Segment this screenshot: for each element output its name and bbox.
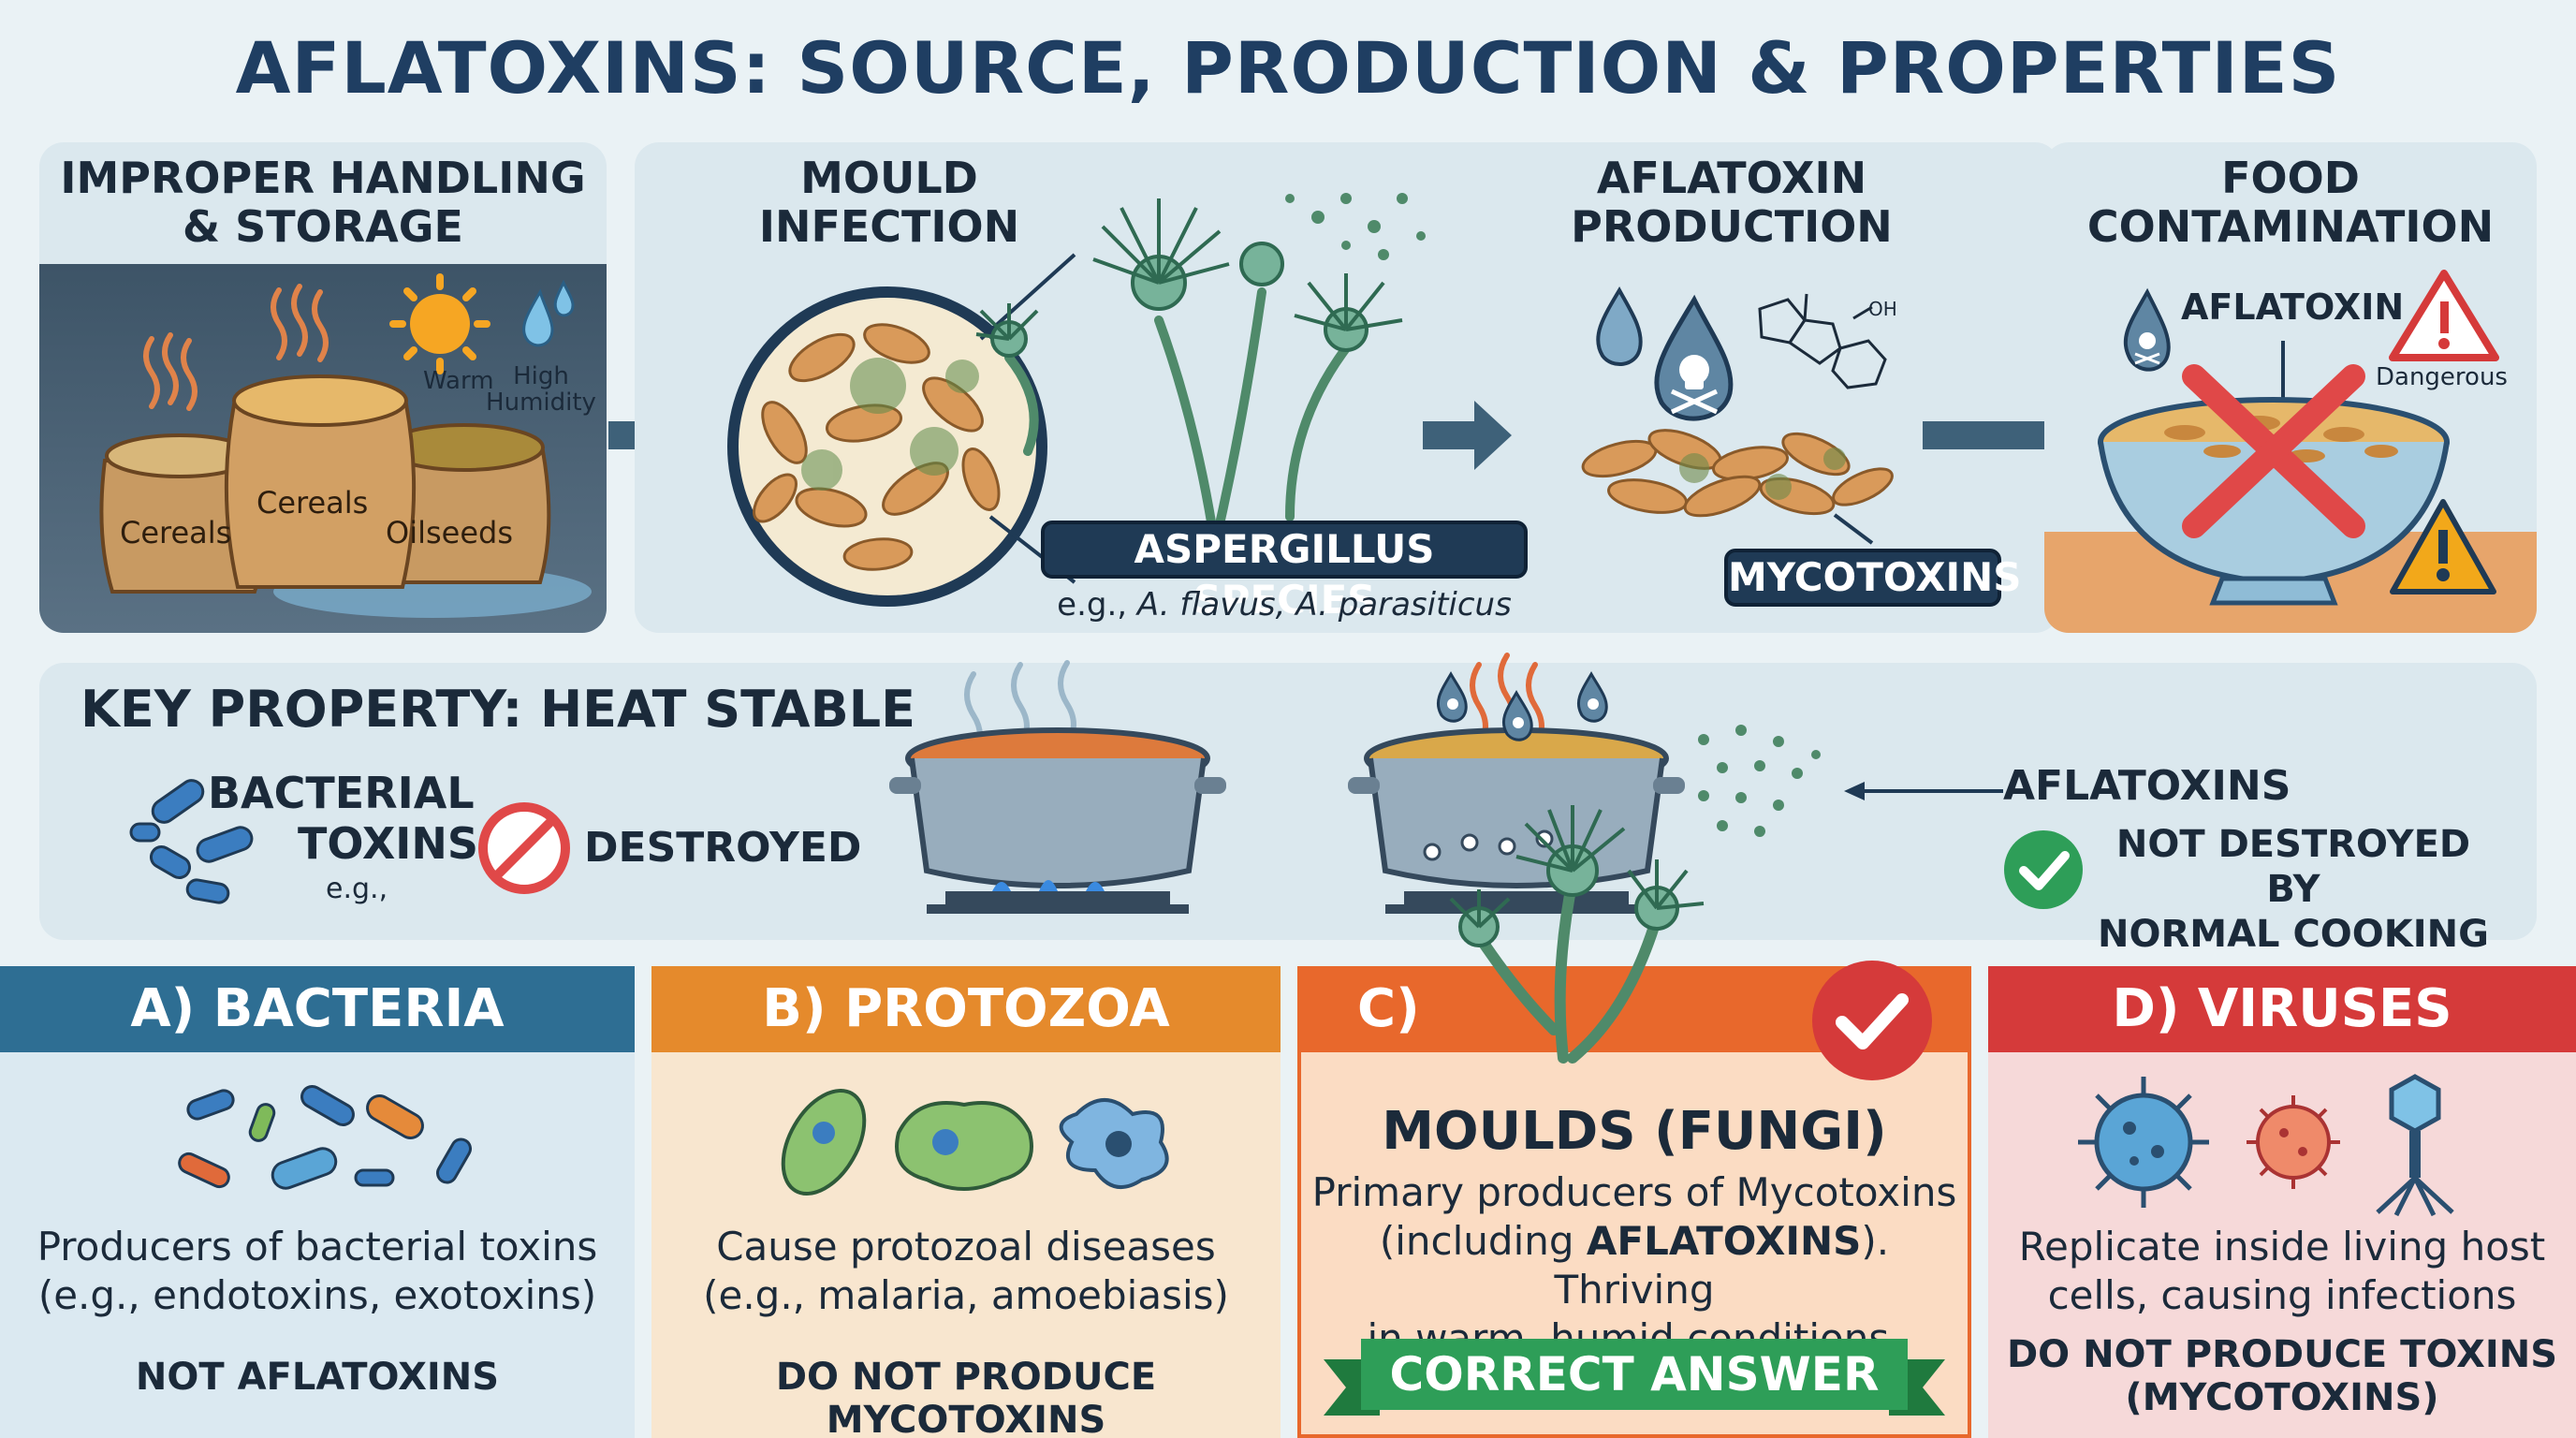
prohibited-icon: [478, 802, 570, 894]
option-c-desc-line2: (including AFLATOXINS). Thriving: [1297, 1217, 1971, 1314]
option-a-verdict: NOT AFLATOXINS: [135, 1356, 500, 1399]
humidity-label-line1: High: [513, 362, 569, 390]
production-heading: AFLATOXIN PRODUCTION: [1526, 154, 1938, 251]
humidity-label: High Humidity: [485, 363, 597, 416]
bacterial-eg: e.g.,: [326, 873, 388, 905]
not-destroyed-line1: NOT DESTROYED BY: [2115, 823, 2471, 911]
oh-label: OH: [1868, 298, 1897, 320]
option-a-header[interactable]: A) BACTERIA: [0, 966, 635, 1052]
bacterial-line2: TOXINS: [298, 818, 479, 869]
key-property-heading: KEY PROPERTY: HEAT STABLE: [80, 680, 916, 739]
bacterial-toxins-label: BACTERIAL TOXINS: [208, 768, 478, 869]
correct-answer-label: CORRECT ANSWER: [1389, 1347, 1880, 1401]
contamination-heading-line1: FOOD: [2221, 153, 2360, 203]
bacteria-icon: [178, 1085, 472, 1190]
option-b-description: Cause protozoal diseases (e.g., malaria,…: [651, 1223, 1281, 1320]
species-example-names: A. flavus, A. parasiticus: [1136, 586, 1512, 624]
sack-left: [99, 433, 267, 594]
red-cross-icon: [2182, 364, 2365, 538]
option-a-desc-line2: (e.g., endotoxins, exotoxins): [37, 1272, 597, 1318]
option-b-desc-line2: (e.g., malaria, amoebiasis): [703, 1272, 1229, 1318]
contamination-illustration: [2098, 270, 2499, 606]
check-circle-icon: [2004, 830, 2083, 909]
option-c-desc-post: ). Thriving: [1554, 1218, 1890, 1313]
handling-heading: IMPROPER HANDLING & STORAGE: [39, 154, 607, 251]
contamination-heading: FOOD CONTAMINATION: [2044, 154, 2537, 251]
not-destroyed-line2: NORMAL COOKING: [2097, 913, 2489, 956]
production-heading-line1: AFLATOXIN: [1596, 153, 1867, 203]
option-b-desc-line1: Cause protozoal diseases: [716, 1224, 1216, 1269]
cooking-pot-bacteria: [889, 660, 1226, 914]
pointer-arrow-icon: [1844, 782, 2003, 800]
option-c-letter: C): [1357, 978, 1420, 1039]
option-a-desc-line1: Producers of bacterial toxins: [37, 1224, 598, 1269]
option-c-desc-bold: AFLATOXINS: [1586, 1218, 1862, 1264]
species-example-prefix: e.g.,: [1057, 586, 1137, 624]
species-example: e.g., A. flavus, A. parasiticus: [994, 586, 1574, 624]
page-title: AFLATOXINS: SOURCE, PRODUCTION & PROPERT…: [235, 26, 2341, 110]
option-d-verdict: DO NOT PRODUCE TOXINS (MYCOTOXINS): [1988, 1333, 2576, 1419]
option-d-description: Replicate inside living host cells, caus…: [1988, 1223, 2576, 1320]
sack-middle: [224, 374, 417, 589]
handling-heading-line2: & STORAGE: [183, 201, 463, 252]
correct-check-icon: [1812, 961, 1932, 1080]
mould-heading: MOULD INFECTION: [711, 154, 1067, 251]
warning-sign-icon: [2389, 270, 2499, 361]
production-illustration: [1581, 286, 1894, 545]
ribbon-banner: [1324, 1339, 1945, 1416]
mould-illustration: [727, 193, 1426, 607]
spores-cloud-icon: [1698, 725, 1821, 837]
dangerous-label: Dangerous: [2376, 363, 2508, 391]
handling-heading-line1: IMPROPER HANDLING: [60, 153, 586, 203]
key-property-panel: [39, 663, 2537, 940]
option-d-verdict-line1: DO NOT PRODUCE TOXINS: [2006, 1333, 2558, 1376]
option-c-desc-line1: Primary producers of Mycotoxins: [1311, 1169, 1957, 1215]
molecule-icon: [1758, 293, 1887, 389]
humidity-drops-icon: [522, 279, 575, 347]
option-b-verdict: DO NOT PRODUCE MYCOTOXINS: [775, 1356, 1157, 1438]
mould-fungi-icon: [1449, 805, 1705, 1064]
storage-illustration: [99, 273, 592, 618]
not-destroyed-label: NOT DESTROYED BY NORMAL COOKING: [2087, 822, 2499, 957]
aspergillus-label: ASPERGILLUS SPECIES: [1041, 521, 1528, 623]
flow-arrow-2: [1423, 401, 1512, 470]
sack-left-label: Cereals: [120, 515, 232, 550]
option-b-header[interactable]: B) PROTOZOA: [651, 966, 1281, 1052]
sack-right-label: Oilseeds: [386, 515, 513, 550]
mould-heading-line1: MOULD: [800, 153, 978, 203]
sun-icon: [389, 273, 490, 374]
humidity-label-line2: Humidity: [486, 389, 596, 417]
option-a-description: Producers of bacterial toxins (e.g., end…: [0, 1223, 635, 1320]
option-c-desc-pre: (including: [1379, 1218, 1587, 1264]
production-heading-line2: PRODUCTION: [1571, 201, 1893, 252]
option-d-desc-line1: Replicate inside living host: [2018, 1224, 2546, 1269]
protozoa-icon: [781, 1089, 1169, 1196]
mycotoxins-label: MYCOTOXINS: [1724, 549, 2022, 607]
mould-heading-line2: INFECTION: [758, 201, 1020, 252]
sack-middle-label: Cereals: [256, 485, 369, 521]
caution-icon: [2390, 499, 2496, 594]
contamination-aflatoxin-label: AFLATOXIN: [2181, 286, 2405, 328]
contamination-heading-line2: CONTAMINATION: [2086, 201, 2495, 252]
bacterial-line1: BACTERIAL: [208, 768, 475, 818]
bacteria-cluster-icon: [129, 779, 254, 904]
option-d-verdict-line2: (MYCOTOXINS): [2125, 1376, 2439, 1419]
destroyed-label: DESTROYED: [584, 824, 862, 872]
option-d-desc-line2: cells, causing infections: [2047, 1272, 2517, 1318]
skull-icon: [1679, 355, 1709, 389]
option-c-name: MOULDS (FUNGI): [1382, 1101, 1887, 1162]
warm-label: Warm: [423, 367, 494, 395]
option-d-header[interactable]: D) VIRUSES: [1988, 966, 2576, 1052]
aflatoxins-label: AFLATOXINS: [2003, 762, 2291, 810]
virus-icon: [2078, 1074, 2454, 1217]
